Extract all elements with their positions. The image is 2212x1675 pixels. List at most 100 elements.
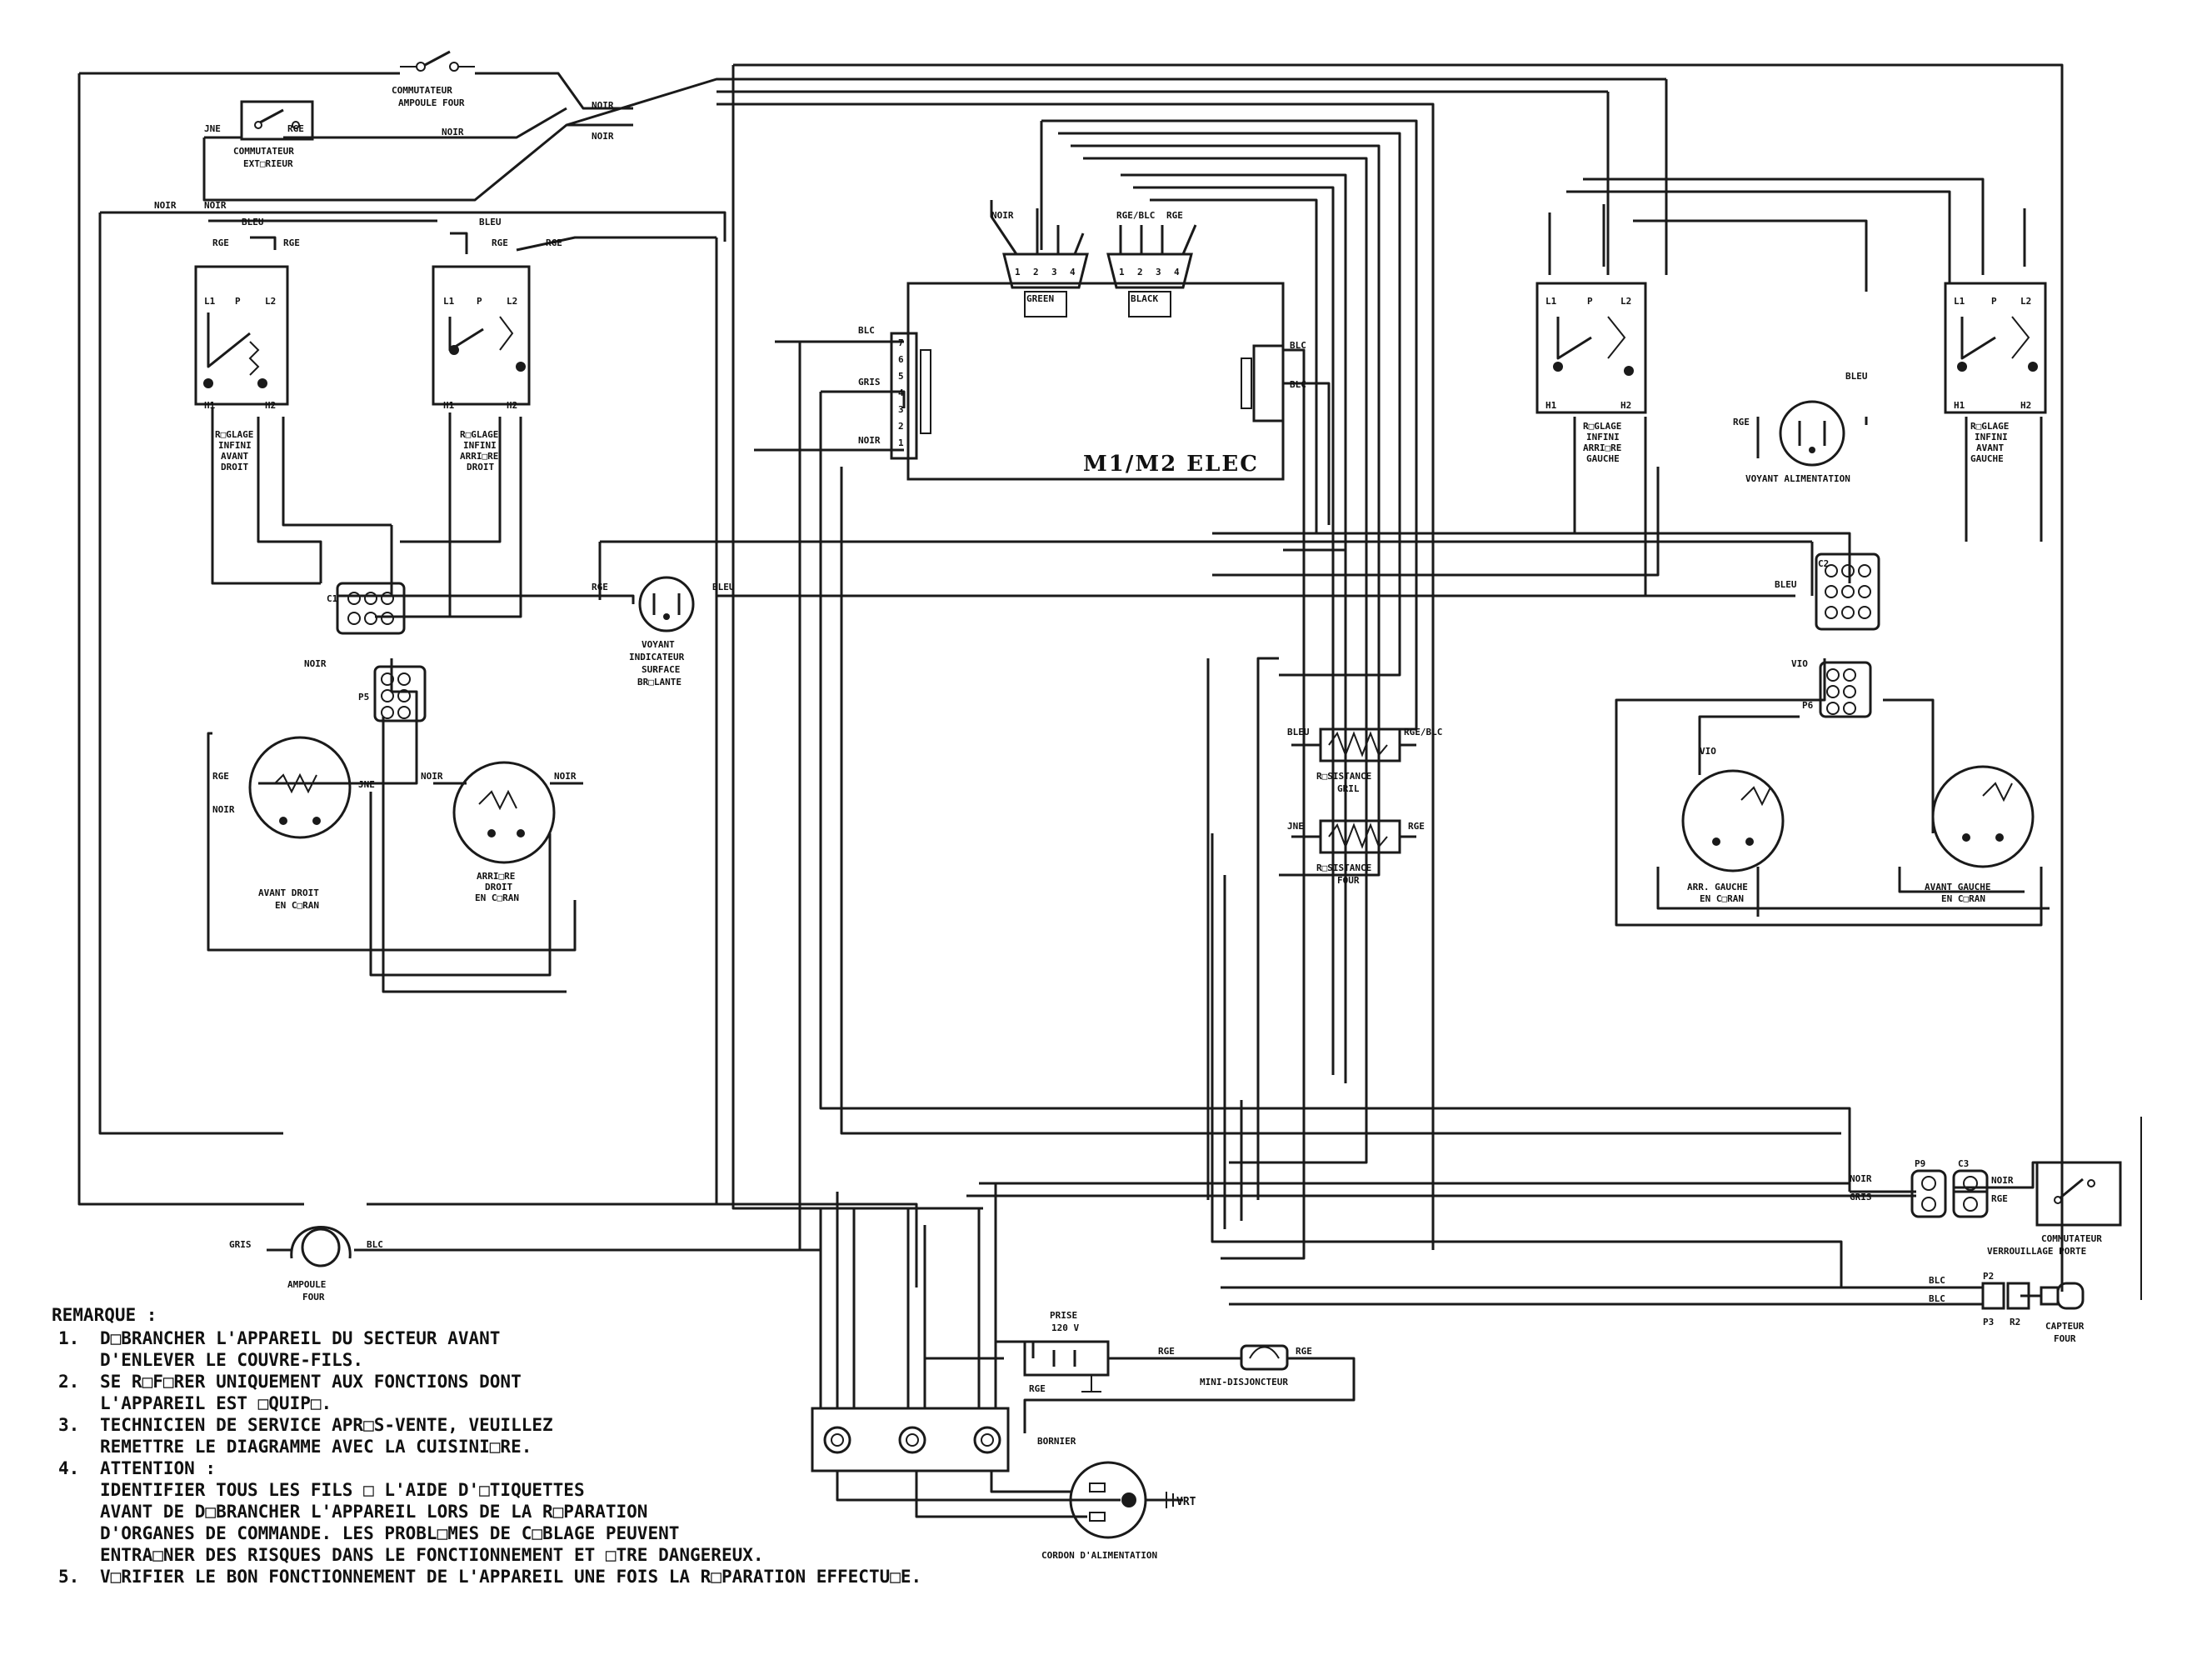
connector-p9: P9	[1910, 1158, 1947, 1218]
outlet-label: 120 V	[1051, 1322, 1079, 1333]
control-left-front-label: AVANT	[1976, 442, 2004, 453]
oven-lamp-switch-label: COMMUTATEUR	[392, 85, 452, 96]
wire-label: NOIR	[204, 200, 227, 211]
wire-label: BLC	[1290, 379, 1306, 390]
wire-label: RGE	[1408, 821, 1425, 832]
wire-label: VIO	[1700, 746, 1716, 757]
note-line: D'ORGANES DE COMMANDE. LES PROBL□MES DE …	[100, 1523, 680, 1543]
note-number: 1.	[58, 1328, 80, 1348]
element-right-rear-label: ARRI□RE	[477, 871, 515, 882]
pin-label: 2	[898, 421, 904, 432]
wire-label: NOIR	[858, 435, 881, 446]
wire-label: NOIR	[554, 771, 577, 782]
pin-label: 3	[1051, 267, 1057, 278]
wire-label: RGE/BLC	[1404, 727, 1442, 738]
wire-label: BLC	[1290, 340, 1306, 351]
oven-sensor-label: FOUR	[2054, 1333, 2076, 1344]
element-left-front: AVANT GAUCHE EN C□RAN	[1925, 765, 2035, 904]
oven-lamp-switch: COMMUTATEUR AMPOULE FOUR	[392, 50, 475, 108]
board-p1-pins: 7 6 5 4 3 2 1	[898, 338, 904, 448]
power-lamp: VOYANT ALIMENTATION	[1745, 400, 1850, 484]
timer-switch-label: COMMUTATEUR	[233, 146, 294, 157]
pin-label: 2	[1033, 267, 1039, 278]
connector-p9-label: P9	[1915, 1158, 1925, 1169]
control-right-front-label: AVANT	[221, 451, 248, 462]
connector-p3-label: P3	[1983, 1317, 1994, 1328]
note-item: 5. V□RIFIER LE BON FONCTIONNEMENT DE L'A…	[52, 1566, 1260, 1588]
board-header-black: BLACK	[1131, 293, 1158, 304]
connector-r2: R2	[2006, 1282, 2030, 1328]
control-left-front: L1 P L2 H1 H2 R□GLAGE INFINI AVANT GAUCH…	[1944, 282, 2047, 464]
pin-label: 7	[898, 338, 904, 348]
terminal-label: L2	[265, 296, 276, 307]
board-p2-pins: 1 2 3 4	[1119, 267, 1180, 278]
control-left-front-label: GAUCHE	[1970, 453, 2004, 464]
terminal-label: H1	[1545, 400, 1557, 411]
control-left-rear: L1 P L2 H1 H2 R□GLAGE INFINI ARRI□RE GAU…	[1535, 282, 1647, 464]
terminal-label: P	[1587, 296, 1593, 307]
control-right-front-label: R□GLAGE	[215, 429, 253, 440]
broil-resistance-label: R□SISTANCE	[1316, 771, 1371, 782]
surface-lamp-label: INDICATEUR	[629, 652, 685, 662]
terminal-label: H2	[1620, 400, 1631, 411]
control-right-rear-label: DROIT	[467, 462, 494, 472]
terminal-label: H2	[265, 400, 276, 411]
control-left-rear-label: R□GLAGE	[1583, 421, 1621, 432]
element-right-rear-label: DROIT	[485, 882, 512, 892]
wire-label: RGE	[212, 771, 229, 782]
note-number: 5.	[58, 1567, 80, 1587]
bake-resistance-label: FOUR	[1337, 875, 1360, 886]
terminal-label: H2	[507, 400, 517, 411]
connector-p5-label: P5	[358, 692, 369, 702]
note-line: ATTENTION :	[100, 1458, 217, 1478]
element-left-rear-label: EN C□RAN	[1700, 893, 1744, 904]
note-item: 1. D□BRANCHER L'APPAREIL DU SECTEUR AVAN…	[52, 1328, 1260, 1371]
wire-label: NOIR	[592, 131, 614, 142]
wire-label: NOIR	[442, 127, 464, 138]
wire-label: RGE	[287, 123, 304, 134]
terminal-label: H1	[443, 400, 455, 411]
oven-bulb-label: FOUR	[302, 1292, 325, 1302]
terminal-label: L1	[1545, 296, 1557, 307]
connector-p3: P3	[1981, 1282, 2005, 1328]
control-left-front-label: R□GLAGE	[1970, 421, 2009, 432]
wire-label: BLC	[1929, 1293, 1945, 1304]
note-item: 3. TECHNICIEN DE SERVICE APR□S-VENTE, VE…	[52, 1414, 1260, 1458]
terminal-label: L2	[2020, 296, 2031, 307]
pin-label: 3	[898, 404, 904, 415]
door-lock-switch: COMMUTATEUR VERROUILLAGE PORTE	[1987, 1161, 2122, 1257]
oven-bulb: AMPOULE FOUR	[287, 1226, 352, 1302]
note-line: AVANT DE D□BRANCHER L'APPAREIL LORS DE L…	[100, 1502, 648, 1522]
pin-label: 5	[898, 371, 904, 382]
notes-section: REMARQUE : 1. D□BRANCHER L'APPAREIL DU S…	[52, 1304, 1260, 1588]
control-right-rear-label: R□GLAGE	[460, 429, 498, 440]
pin-label: 1	[1015, 267, 1021, 278]
control-right-front-label: INFINI	[218, 440, 252, 451]
element-left-front-label: EN C□RAN	[1941, 893, 1985, 904]
note-line: L'APPAREIL EST □QUIP□.	[100, 1393, 332, 1413]
connector-r2-label: R2	[2010, 1317, 2020, 1328]
note-line: ENTRA□NER DES RISQUES DANS LE FONCTIONNE…	[100, 1545, 764, 1565]
wire-label: BLEU	[479, 217, 502, 228]
element-left-front-label: AVANT GAUCHE	[1925, 882, 1990, 892]
terminal-label: L2	[507, 296, 517, 307]
wire-label: RGE	[212, 238, 229, 248]
board-p3-pins: 1 2 3 4	[1015, 267, 1076, 278]
terminal-block-label: BORNIER	[1037, 1436, 1076, 1447]
wire-label: BLC	[1929, 1275, 1945, 1286]
bake-resistance-label: R□SISTANCE	[1316, 862, 1371, 873]
note-number: 3.	[58, 1415, 80, 1435]
terminal-label: P	[477, 296, 482, 307]
wire-label: BLEU	[242, 217, 264, 228]
control-right-front-label: DROIT	[221, 462, 248, 472]
broil-resistance-label: GRIL	[1337, 783, 1360, 794]
board-header-green: GREEN	[1026, 293, 1054, 304]
wire-label: JNE	[1287, 821, 1304, 832]
wire-label: NOIR	[991, 210, 1014, 221]
wire-harness	[77, 63, 2122, 1518]
control-left-rear-label: INFINI	[1586, 432, 1620, 442]
wire-label: GRIS	[1850, 1192, 1872, 1202]
outlet-120v: PRISE 120 V	[1023, 1310, 1110, 1392]
wire-label: BLEU	[712, 582, 735, 592]
